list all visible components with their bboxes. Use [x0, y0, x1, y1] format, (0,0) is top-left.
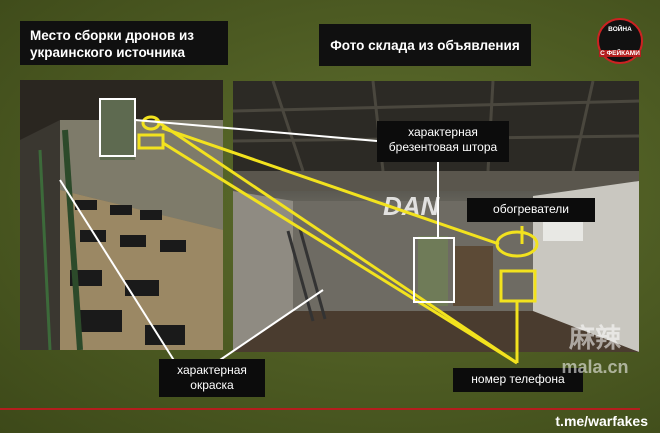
logo-top-text: ВОЙНА	[608, 26, 632, 33]
watermark-line2: mala.cn	[561, 357, 629, 377]
heater-connector	[161, 126, 500, 246]
paint-connector-right	[219, 289, 324, 361]
war-on-fakes-logo: ВОЙНА С ФЕЙКАМИ	[597, 18, 643, 64]
warehouse-drawing	[233, 81, 639, 352]
curtain-connector-left	[134, 119, 378, 142]
curtain-label: характерная брезентовая штора	[377, 121, 509, 162]
phone-connector-left-2	[162, 141, 518, 365]
phone-connector-left	[154, 118, 518, 365]
watermark-line1: 麻辣	[568, 323, 621, 353]
left-curtain-highlight	[99, 98, 136, 157]
left-photo-title: Место сборки дронов из украинского источ…	[20, 21, 228, 65]
logo-bottom-text: С ФЕЙКАМИ	[599, 50, 641, 57]
phone-label: номер телефона	[453, 368, 583, 392]
right-phone-highlight	[499, 269, 537, 303]
right-curtain-highlight	[413, 237, 455, 303]
left-heater-highlight	[141, 115, 161, 131]
footer-divider	[0, 408, 640, 410]
left-phone-highlight	[137, 133, 165, 150]
site-watermark: 麻辣 mala.cn	[549, 318, 641, 396]
right-heater-highlight	[495, 230, 539, 258]
paint-label: характерная окраска	[159, 359, 265, 397]
right-photo-title: Фото склада из объявления	[319, 24, 531, 66]
telegram-channel-link[interactable]: t.me/warfakes	[555, 413, 648, 429]
heaters-label: обогреватели	[467, 198, 595, 222]
paint-connector-left	[59, 179, 176, 363]
